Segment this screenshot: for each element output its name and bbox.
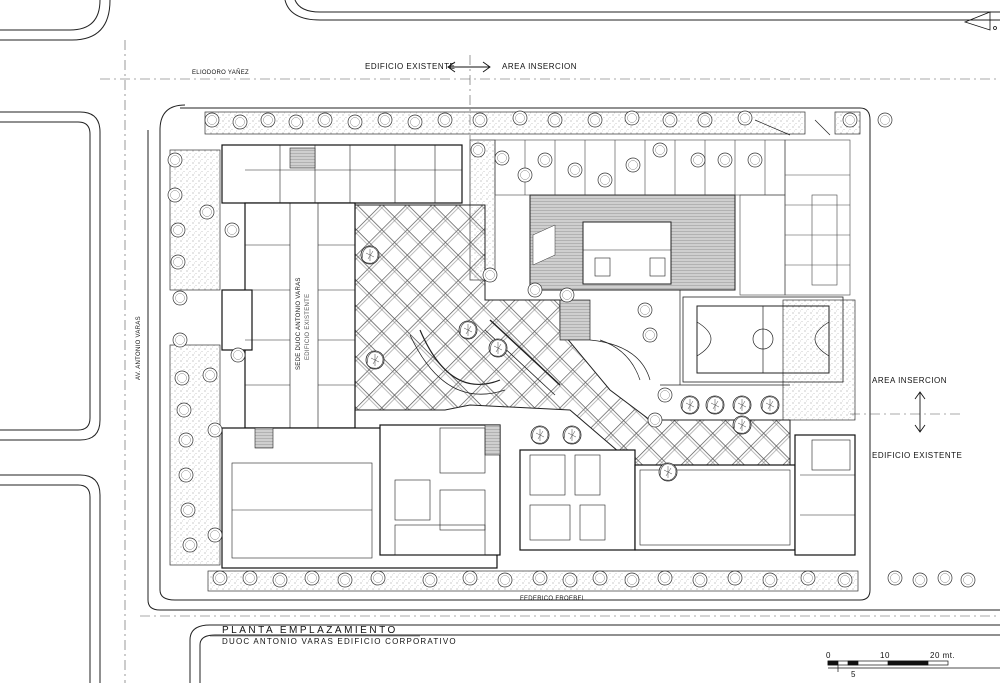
building-interior-walls xyxy=(231,145,501,559)
plaza xyxy=(354,204,791,471)
label-insertion-right: AREA INSERCION xyxy=(872,376,948,385)
basketball-court xyxy=(682,296,844,383)
scale-minor-5: 5 xyxy=(851,670,856,679)
existing-building-main xyxy=(221,144,501,569)
plan-subtitle: DUOC ANTONIO VARAS EDIFICIO CORPORATIVO xyxy=(222,637,457,646)
new-tower xyxy=(529,194,736,291)
direction-arrows xyxy=(447,61,926,433)
scale-bar xyxy=(827,660,1000,672)
existing-building-right xyxy=(519,434,856,556)
building-name: SEDE DUOC ANTONIO VARAS xyxy=(296,277,302,370)
right-building-walls xyxy=(529,439,855,546)
label-insertion-top: AREA INSERCION xyxy=(502,62,578,71)
label-existing-top: EDIFICIO EXISTENTE xyxy=(365,62,456,71)
scale-tick-0: 0 xyxy=(826,651,831,660)
building-sub: EDIFICIO EXISTENTE xyxy=(305,293,311,360)
label-existing-right: EDIFICIO EXISTENTE xyxy=(872,451,963,460)
ramps-paths xyxy=(559,119,831,386)
plan-title: PLANTA EMPLAZAMIENTO xyxy=(222,625,398,636)
north-arrow-icon xyxy=(963,11,997,31)
street-top: ELIODORO YAÑEZ xyxy=(192,70,249,76)
scale-tick-10: 10 xyxy=(880,651,890,660)
street-left: AV. ANTONIO VARAS xyxy=(136,316,142,380)
street-centerlines xyxy=(100,40,1000,683)
street-bottom: FEDERICO FROEBEL xyxy=(520,596,586,602)
parking-stalls xyxy=(494,139,851,296)
scale-tick-20: 20 mt. xyxy=(930,651,956,660)
